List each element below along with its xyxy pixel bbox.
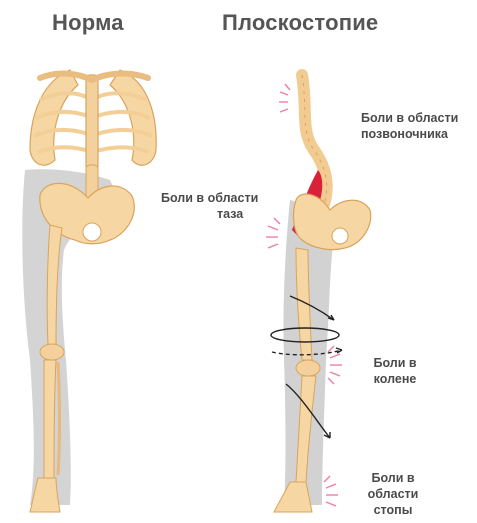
normal-skeleton — [22, 70, 156, 512]
label-foot-line-1: Боли в — [364, 470, 422, 486]
heading-normal: Норма — [52, 10, 124, 36]
heading-flatfoot: Плоскостопие — [222, 10, 378, 36]
label-knee-line-1: Боли в — [370, 355, 420, 371]
label-spine-line-2: позвоночника — [361, 126, 458, 142]
normal-ribcage — [30, 70, 156, 170]
normal-tibia — [44, 360, 56, 478]
flatfoot-skeleton — [266, 75, 371, 512]
label-foot-line-2: области — [364, 486, 422, 502]
label-pelvis-pain: Боли в области таза — [161, 190, 258, 222]
label-pelvis-line-2: таза — [161, 206, 258, 222]
label-spine-pain: Боли в области позвоночника — [361, 110, 458, 142]
label-foot-pain: Боли в области стопы — [364, 470, 422, 518]
label-knee-line-2: колене — [370, 371, 420, 387]
flatfoot-pelvis — [294, 194, 371, 250]
label-spine-line-1: Боли в области — [361, 110, 458, 126]
label-pelvis-line-1: Боли в области — [161, 190, 258, 206]
pain-mark-spine — [279, 84, 290, 112]
flatfoot-foot — [274, 482, 312, 512]
pain-mark-foot — [324, 476, 338, 506]
label-foot-line-3: стопы — [364, 502, 422, 518]
pain-mark-pelvis — [266, 218, 280, 248]
label-knee-pain: Боли в колене — [370, 355, 420, 387]
